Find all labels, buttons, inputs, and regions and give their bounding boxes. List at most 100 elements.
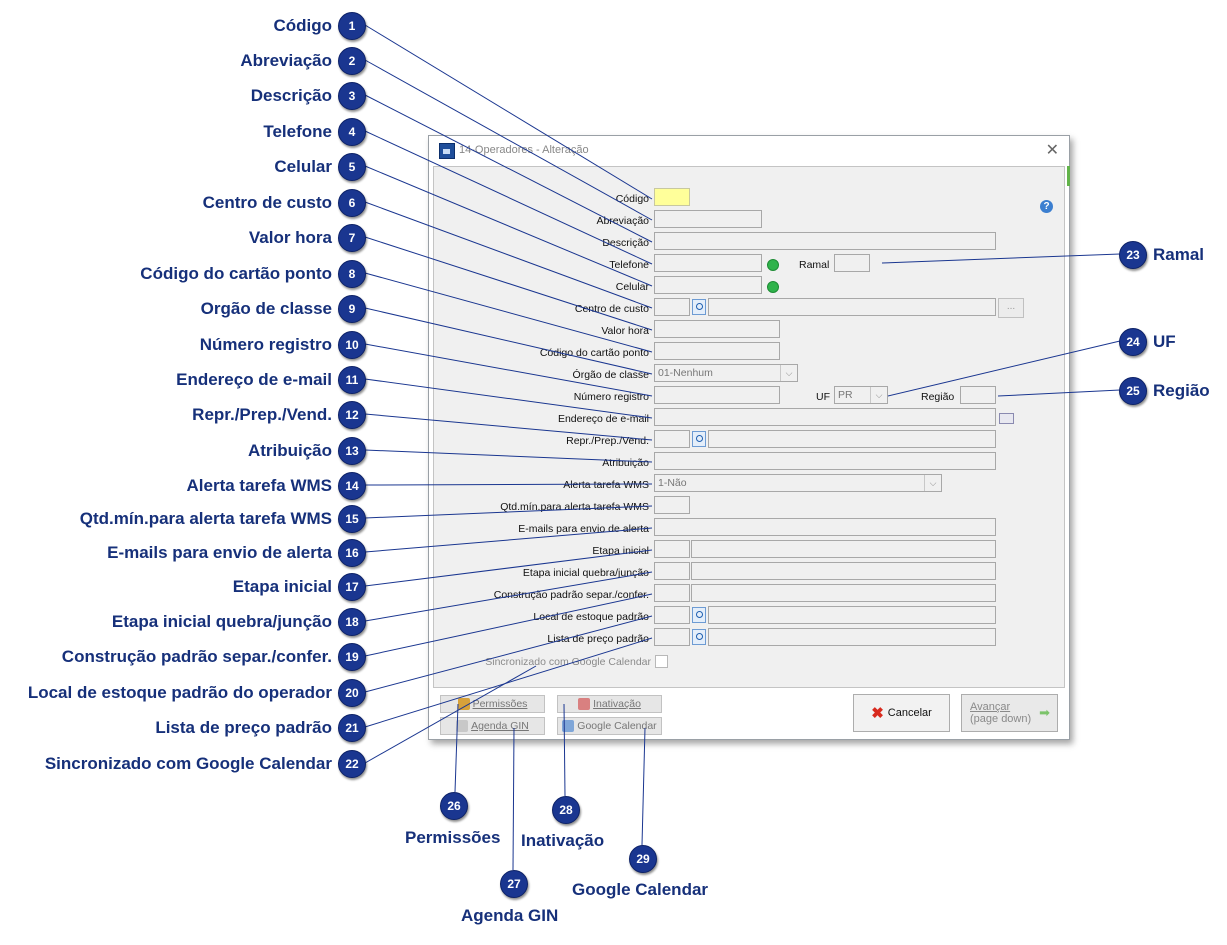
abreviacao-label: Abreviação [596,215,649,227]
envelope-icon[interactable] [999,413,1014,424]
repr-code-field[interactable] [654,430,690,448]
callout-28-badge: 28 [552,796,580,824]
search-icon[interactable] [692,629,706,645]
etapa-quebra-code-field[interactable] [654,562,690,580]
callout-label: Código [273,16,332,35]
whatsapp-icon[interactable] [767,259,779,271]
cancel-x-icon: ✖ [871,705,884,722]
emails-alerta-field[interactable] [654,518,996,536]
abreviacao-field[interactable] [654,210,762,228]
help-icon[interactable]: ? [1040,200,1053,213]
uf-select[interactable]: PR⌵ [834,386,888,404]
search-icon[interactable] [692,431,706,447]
avancar-button[interactable]: Avançar (page down) ➡ [961,694,1058,732]
avancar-sublabel: (page down) [970,713,1032,725]
inativacao-label: Inativação [593,698,641,710]
callout-label: Endereço de e-mail [176,370,332,389]
callout-number-badge: 5 [338,153,366,181]
callout-label: Sincronizado com Google Calendar [44,754,332,773]
close-icon[interactable]: ✕ [1045,142,1059,159]
callout-label: UF [1153,332,1176,351]
qtd-min-field[interactable] [654,496,690,514]
alerta-wms-value: 1-Não [658,477,687,489]
local-estoque-code-field[interactable] [654,606,690,624]
callout-7: Valor hora 7 [249,224,366,252]
centro-custo-desc-field [708,298,996,316]
callout-label: Região [1153,381,1210,400]
callout-label: Qtd.mín.para alerta tarefa WMS [79,509,332,528]
etapa-inicial-code-field[interactable] [654,540,690,558]
permissoes-button[interactable]: Permissões [440,695,545,713]
codigo-field[interactable] [654,188,690,206]
callout-label: Valor hora [248,228,332,247]
google-sync-checkbox[interactable] [655,655,668,668]
callout-29-badge: 29 [629,845,657,873]
search-icon[interactable] [692,299,706,315]
window-title: 14-Operadores - Alteração [459,144,589,156]
numero-registro-field[interactable] [654,386,780,404]
callout-label: Código do cartão ponto [140,264,332,283]
agenda-gin-button[interactable]: Agenda GIN [440,717,545,735]
atribuicao-label: Atribuição [602,457,649,469]
local-estoque-desc-field [708,606,996,624]
telefone-label: Telefone [609,259,649,271]
lista-preco-code-field[interactable] [654,628,690,646]
centro-custo-code-field[interactable] [654,298,690,316]
numero-registro-label: Número registro [573,391,649,403]
permissions-icon [457,698,470,710]
codigo-cartao-field[interactable] [654,342,780,360]
repr-label: Repr./Prep./Vend. [566,435,649,447]
callout-label: Repr./Prep./Vend. [192,405,332,424]
calendar-icon [456,720,469,732]
callout-21: Lista de preço padrão 21 [155,714,366,742]
regiao-field[interactable] [960,386,996,404]
descricao-field[interactable] [654,232,996,250]
construcao-code-field[interactable] [654,584,690,602]
valor-hora-field[interactable] [654,320,780,338]
google-calendar-button[interactable]: Google Calendar [557,717,662,735]
callout-number-badge: 13 [338,437,366,465]
chevron-down-icon: ⌵ [870,387,887,403]
agenda-gin-label: Agenda GIN [471,720,529,732]
whatsapp-icon[interactable] [767,281,779,293]
callout-27-badge: 27 [500,870,528,898]
callout-number-badge: 7 [338,224,366,252]
callout-15: Qtd.mín.para alerta tarefa WMS 15 [80,505,366,533]
callout-11: Endereço de e-mail 11 [176,366,366,394]
callout-label: Telefone [263,122,332,141]
callout-label: E-mails para envio de alerta [107,543,332,562]
more-button[interactable]: ... [998,298,1024,318]
app-icon [439,143,455,159]
etapa-inicial-label: Etapa inicial [592,545,649,557]
inativacao-button[interactable]: Inativação [557,695,662,713]
celular-field[interactable] [654,276,762,294]
callout-label: Etapa inicial [232,577,332,596]
callout-label: Alerta tarefa WMS [186,476,332,495]
centro-custo-label: Centro de custo [574,303,649,315]
alerta-wms-select[interactable]: 1-Não ⌵ [654,474,942,492]
orgao-classe-select[interactable]: 01-Nenhum⌵ [654,364,798,382]
callout-22: Sincronizado com Google Calendar 22 [45,750,366,778]
callout-number-badge: 11 [338,366,366,394]
callout-number-badge: 21 [338,714,366,742]
telefone-field[interactable] [654,254,762,272]
callout-label: Número registro [199,335,332,354]
cancelar-button[interactable]: ✖Cancelar [853,694,950,732]
email-field[interactable] [654,408,996,426]
google-sync-label: Sincronizado com Google Calendar [485,656,651,668]
callout-number-badge: 15 [338,505,366,533]
callout-12: Repr./Prep./Vend.12 [192,401,366,429]
callout-label: Lista de preço padrão [155,718,332,737]
chevron-down-icon: ⌵ [924,475,941,491]
callout-number-badge: 22 [338,750,366,778]
ramal-field[interactable] [834,254,870,272]
atribuicao-field[interactable] [654,452,996,470]
cancelar-label: Cancelar [887,707,932,719]
search-icon[interactable] [692,607,706,623]
emails-alerta-label: E-mails para envio de alerta [518,523,649,535]
